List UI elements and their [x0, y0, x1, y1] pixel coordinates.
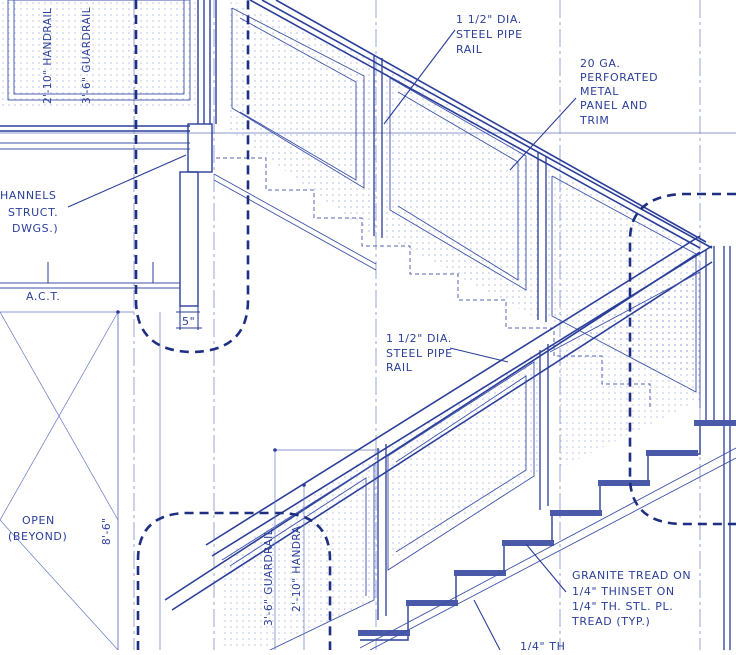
dim-8-6: 8'-6": [101, 518, 113, 545]
lower-stair-guardrail: [164, 235, 731, 651]
dimension-lines: [116, 310, 306, 650]
note-pipe-rail-mid: 1 1/2" DIA. STEEL PIPE RAIL: [386, 332, 457, 374]
enlarged-detail-clouds: [134, 0, 736, 650]
upper-landing-guardrail: [0, 0, 217, 330]
annotations: 1 1/2" DIA. STEEL PIPE RAIL 20 GA. PERFO…: [0, 7, 695, 653]
granite-treads: [358, 420, 736, 651]
note-cut-off-bottom: 1/4" TH: [520, 640, 565, 650]
note-pipe-rail-top: 1 1/2" DIA. STEEL PIPE RAIL: [456, 13, 527, 56]
leader-lines: [67, 29, 577, 651]
vlabel-handrail-top: 2'-10" HANDRAIL: [42, 8, 54, 104]
note-channels: HANNELS STRUCT. DWGS.): [0, 189, 62, 235]
upper-stair-guardrail: [213, 0, 713, 393]
note-perforated-panel: 20 GA. PERFORATED METAL PANEL AND TRIM: [579, 57, 662, 127]
vlabel-handrail-bottom: 2'-10" HANDRA: [291, 525, 303, 612]
note-open-beyond: OPEN (BEYOND): [8, 514, 67, 543]
dim-5-inch: 5": [182, 315, 195, 328]
note-granite-tread: GRANITE TREAD ON 1/4" THINSET ON 1/4" TH…: [571, 569, 695, 628]
note-act: A.C.T.: [26, 290, 61, 303]
vlabel-guardrail-bottom: 3'-6" GUARDRAIL: [263, 529, 275, 626]
vlabel-guardrail-top: 3'-6" GUARDRAIL: [81, 7, 93, 104]
